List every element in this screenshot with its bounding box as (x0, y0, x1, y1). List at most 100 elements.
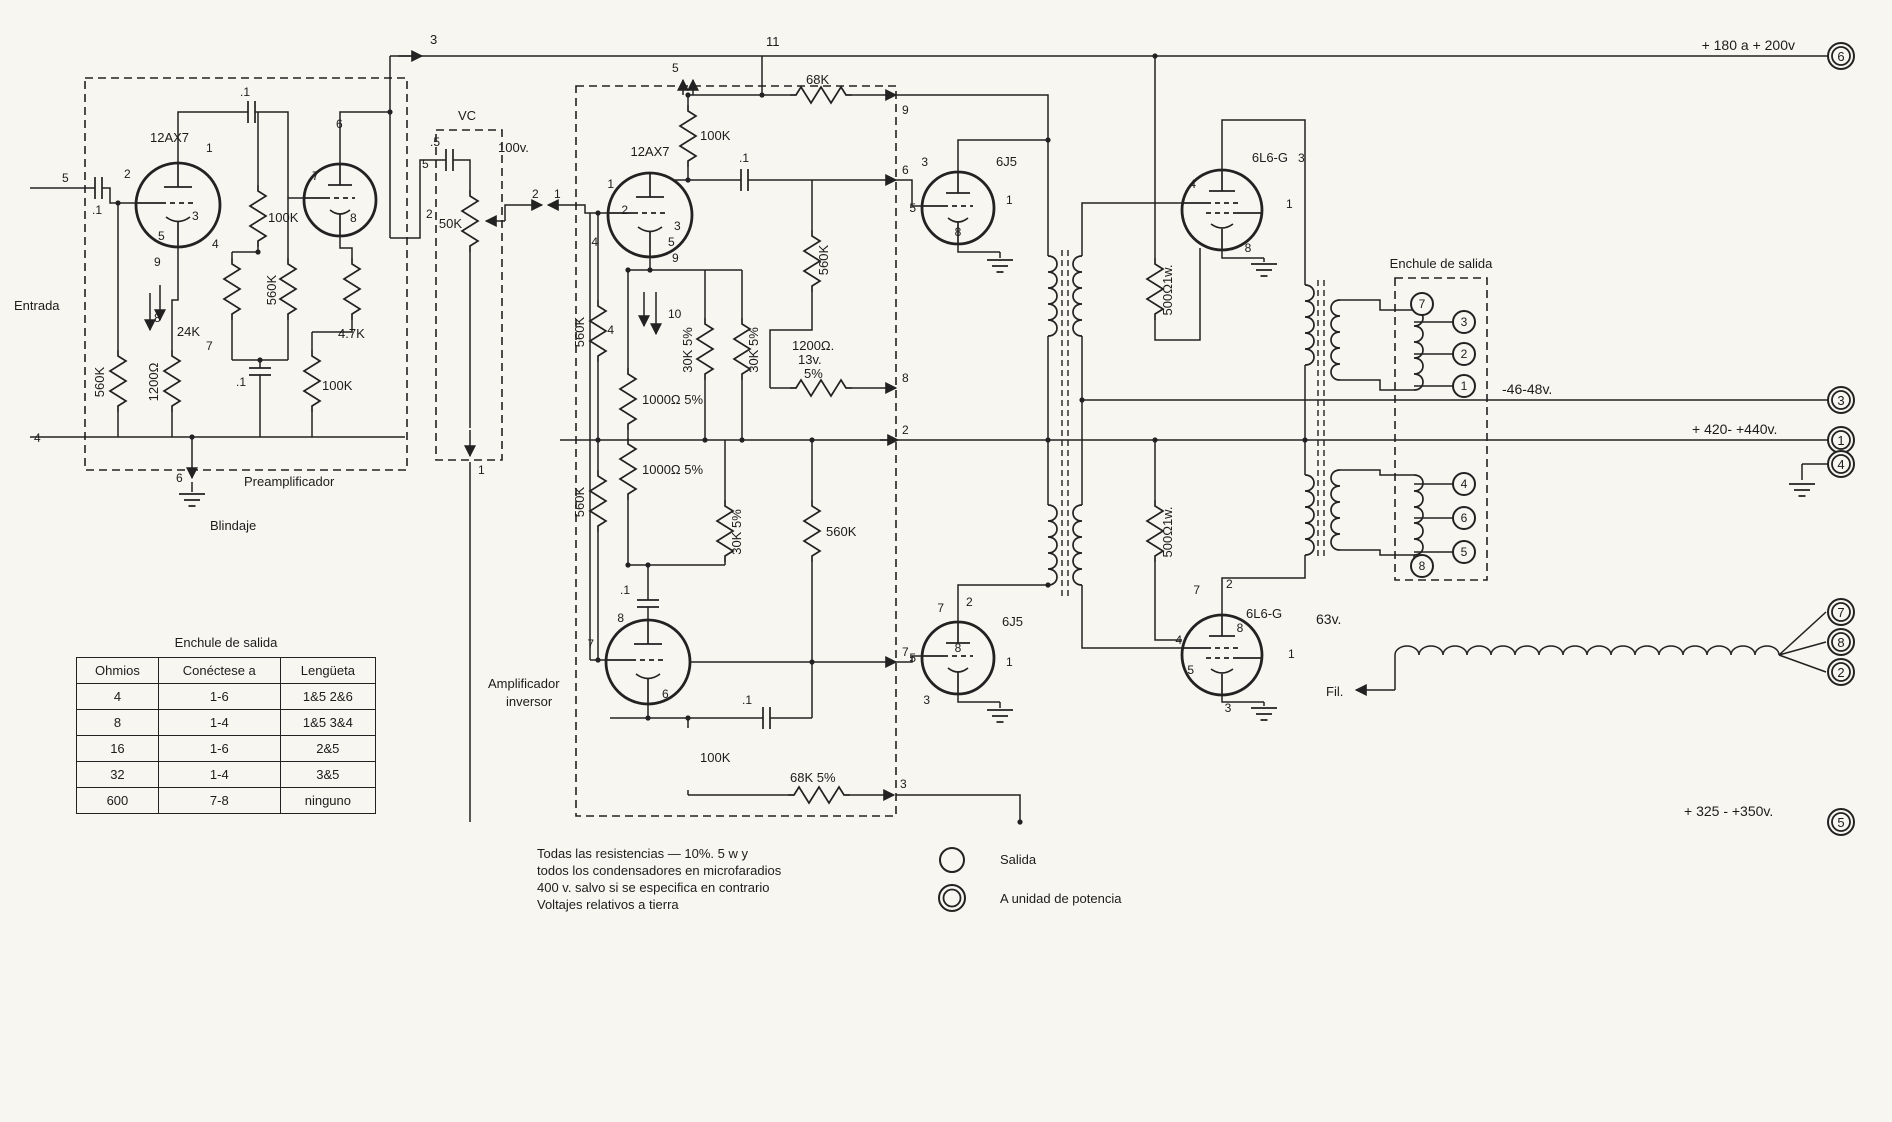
potentiometer-50k (461, 189, 479, 253)
plug-pin-6 (1452, 506, 1476, 530)
pin-label: 5 (668, 235, 675, 249)
pin-label: 2 (124, 167, 131, 181)
resistor-label: 100K (700, 750, 731, 765)
plug-pin-label: 1 (1461, 379, 1468, 393)
blindaje-label: Blindaje (210, 518, 256, 533)
pin-label: 2 (966, 595, 973, 609)
cell: 1&5 2&6 (279, 683, 377, 710)
plug-pin-1 (1452, 374, 1476, 398)
resistor-1200 (163, 349, 181, 413)
pin-label: 2 (902, 423, 909, 437)
resistor-label: 560K (572, 486, 587, 517)
pin-label: 3 (921, 155, 928, 169)
table-row: 600 7-8 ninguno (76, 787, 377, 814)
col-conectese: Conéctese a (157, 657, 281, 684)
terminal-5-label: 5 (1837, 815, 1844, 830)
inverter-box (575, 85, 897, 817)
pin-label: 7 (312, 169, 319, 183)
wiring (30, 50, 1828, 822)
resistor-1200-13v (789, 379, 853, 397)
terminal-6-label: 6 (1837, 49, 1844, 64)
output-plug-table: Enchule de salida Ohmios Conéctese a Len… (76, 635, 377, 814)
table-header-row: Ohmios Conéctese a Lengüeta (76, 657, 377, 684)
vc-box (435, 129, 503, 461)
cell: 1-4 (157, 761, 281, 788)
plug-pin-5 (1452, 540, 1476, 564)
notes: Todas las resistencias — 10%. 5 w y todo… (537, 845, 781, 913)
preamplifier-box (84, 77, 408, 471)
pin-label: 4 (1175, 633, 1182, 647)
pin-label: 1 (1288, 647, 1295, 661)
amplificador-label: Amplificador (488, 676, 560, 691)
col-ohmios: Ohmios (76, 657, 159, 684)
terminal-4-label: 4 (1837, 457, 1844, 472)
cap-label: .1 (620, 583, 630, 597)
resistor-68k-5 (787, 786, 851, 804)
terminal-6 (1827, 42, 1855, 70)
plug-pin-label: 6 (1461, 511, 1468, 525)
tube-label: 6J5 (1002, 614, 1023, 629)
ground-icon (986, 259, 1014, 273)
pin-label: 8 (350, 211, 357, 225)
output-transformer-coil (1330, 469, 1341, 551)
resistor-label: 50K (439, 216, 462, 231)
resistor-label: 68K (806, 72, 829, 87)
pin-label: 1 (1006, 655, 1013, 669)
terminal-3 (1827, 386, 1855, 414)
plug-pin-label: 8 (1419, 559, 1426, 573)
vc-label: VC (458, 108, 476, 123)
resistor-label: 560K (826, 524, 857, 539)
transformer-coil (1047, 255, 1058, 337)
pin-label: 1 (478, 463, 485, 477)
pin-label: 10 (668, 307, 682, 321)
plug-pin-4 (1452, 472, 1476, 496)
cap-label: .5 (430, 135, 440, 149)
transformer-coil (1047, 504, 1058, 586)
resistor-1000 (619, 367, 637, 431)
pin-label: 5 (909, 651, 916, 665)
cell: 7-8 (157, 787, 281, 814)
cell: 600 (76, 787, 159, 814)
ground-icon (1250, 263, 1278, 277)
legend (938, 847, 966, 912)
resistor-label: 5% (804, 366, 823, 381)
cap-label: .1 (742, 693, 752, 707)
flow-arrows (144, 50, 1395, 801)
table-row: 32 1-4 3&5 (76, 761, 377, 788)
ground-icon (986, 709, 1014, 723)
pin-label: 3 (192, 209, 199, 223)
cell: ninguno (279, 787, 377, 814)
plug-pin-label: 5 (1461, 545, 1468, 559)
resistor-label: 13v. (798, 352, 822, 367)
resistor-label: 1000Ω 5% (642, 462, 703, 477)
resistor-label: 500Ω1w. (1160, 507, 1175, 558)
pin-label: 5 (672, 61, 679, 75)
pin-label: 1 (206, 141, 213, 155)
resistor-100k (249, 184, 267, 248)
tube-label: 6L6-G (1246, 606, 1282, 621)
terminal-5 (1827, 808, 1855, 836)
pin-label: 1 (607, 177, 614, 191)
cell: 32 (76, 761, 159, 788)
pin-label: 8 (955, 641, 962, 655)
cell: 8 (76, 709, 159, 736)
terminal-4 (1827, 450, 1855, 478)
note-line: Voltajes relativos a tierra (537, 897, 679, 912)
preamp-label: Preamplificador (244, 474, 335, 489)
cap-label: .1 (92, 203, 102, 217)
pin-label: 9 (902, 103, 909, 117)
pin-label: 3 (1298, 151, 1305, 165)
resistor-label: 560K (572, 316, 587, 347)
col-lengueta: Lengüeta (279, 657, 377, 684)
legend-salida-icon (939, 847, 965, 873)
note-line: Todas las resistencias — 10%. 5 w y (537, 846, 748, 861)
cell: 1-6 (157, 683, 281, 710)
pin-label: 8 (902, 371, 909, 385)
resistor-label: 560K (92, 366, 107, 397)
cell: 1-4 (157, 709, 281, 736)
pin-label: 8 (1237, 621, 1244, 635)
terminal-7-label: 7 (1837, 605, 1844, 620)
cell: 4 (76, 683, 159, 710)
output-transformer-coil (1304, 284, 1315, 366)
